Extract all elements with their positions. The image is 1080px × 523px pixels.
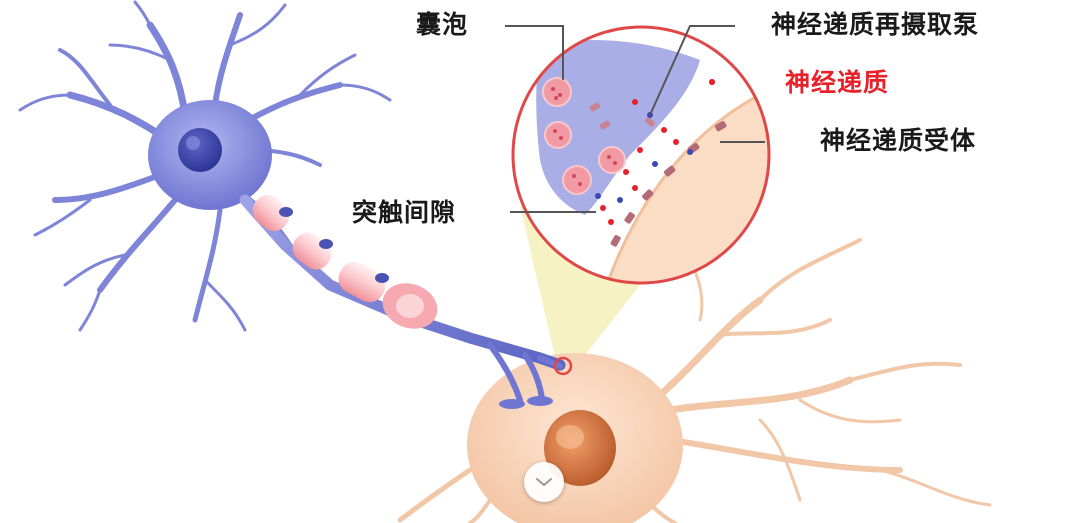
label-receptor: 神经递质受体: [820, 128, 976, 153]
scroll-down-button[interactable]: [524, 462, 564, 502]
label-vesicle: 囊泡: [416, 12, 468, 37]
label-reuptake-pump: 神经递质再摄取泵: [771, 12, 979, 37]
neuron-nucleus: [178, 128, 222, 172]
label-synaptic-cleft: 突触间隙: [352, 200, 456, 225]
leader-line-dot: [709, 79, 715, 85]
label-neurotransmitter: 神经递质: [785, 70, 889, 95]
chevron-down-icon: [535, 476, 553, 488]
synapse-zoom-inset: [513, 27, 800, 290]
